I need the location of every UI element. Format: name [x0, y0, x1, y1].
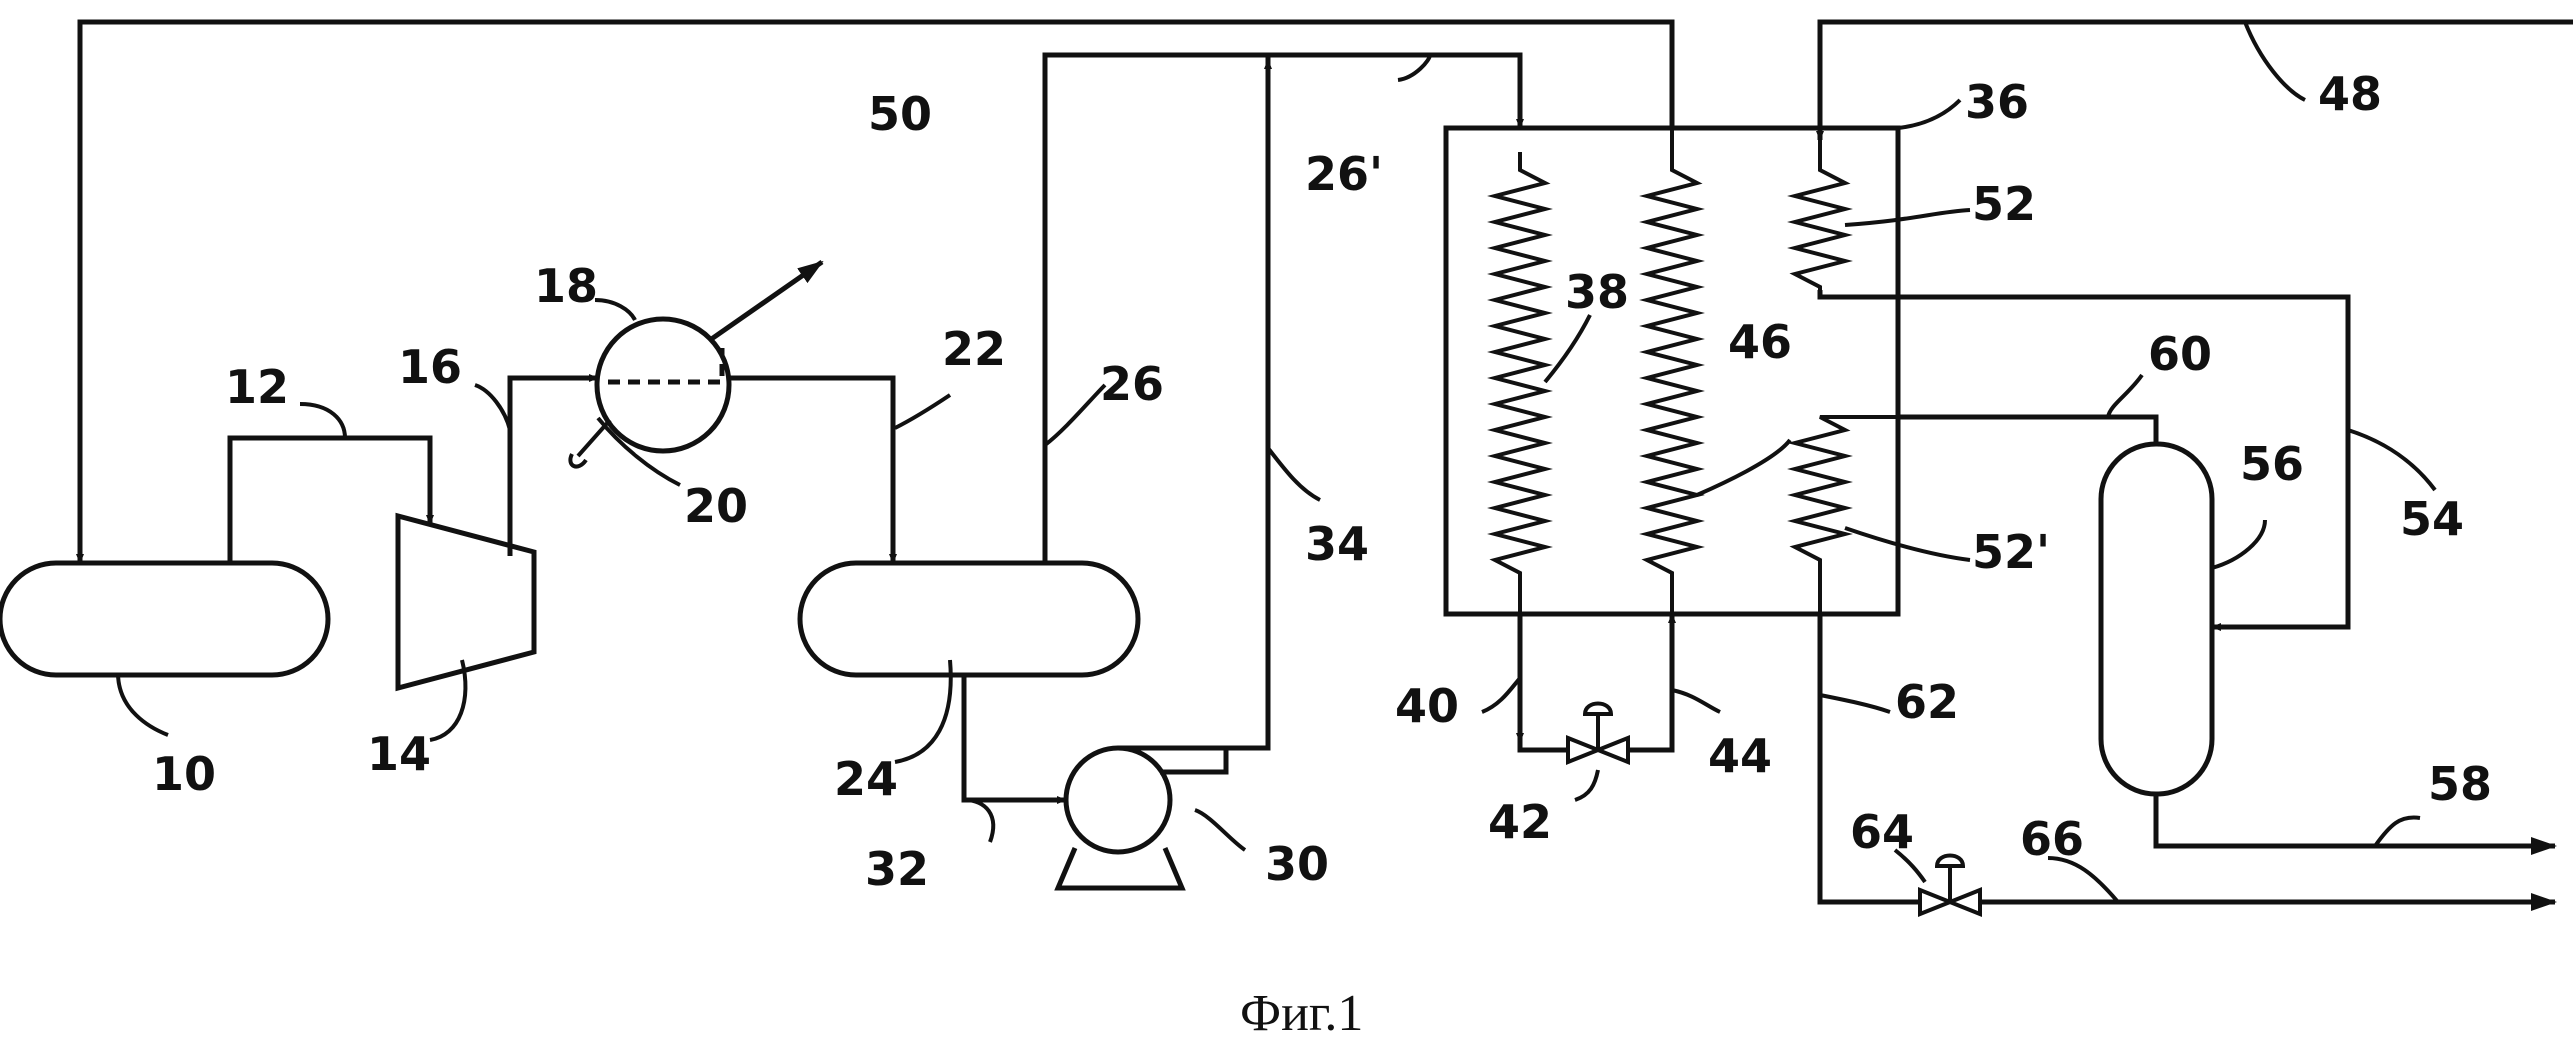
- valve-42: [1568, 704, 1628, 763]
- label-50: 50: [868, 87, 932, 141]
- label-64: 64: [1850, 805, 1914, 859]
- vessel-10: [0, 563, 328, 675]
- stream-34: [1226, 55, 1268, 748]
- coil-46: [1647, 128, 1697, 614]
- stream-32: [964, 675, 1066, 800]
- coil-52: [1795, 140, 1845, 290]
- label-34: 34: [1305, 517, 1369, 571]
- label-26: 26: [1100, 357, 1164, 411]
- label-48: 48: [2318, 67, 2382, 121]
- label-32: 32: [865, 842, 929, 896]
- label-16: 16: [398, 340, 462, 394]
- heat-exchanger-out-arrow: [710, 262, 822, 340]
- label-10: 10: [152, 747, 216, 801]
- label-36: 36: [1965, 75, 2029, 129]
- label-54: 54: [2400, 492, 2464, 546]
- label-46: 46: [1728, 315, 1792, 369]
- label-52: 52: [1972, 177, 2036, 231]
- stream-16: [510, 378, 598, 556]
- label-66: 66: [2020, 812, 2084, 866]
- pump-30: [1066, 748, 1170, 852]
- label-30: 30: [1265, 837, 1329, 891]
- label-26-prime: 26': [1305, 147, 1383, 201]
- label-62: 62: [1895, 675, 1959, 729]
- label-56: 56: [2240, 437, 2304, 491]
- label-12: 12: [225, 360, 289, 414]
- heat-exchanger-internal-dashed: [608, 348, 722, 382]
- coil-38: [1495, 152, 1545, 614]
- label-40: 40: [1395, 679, 1459, 733]
- stream-22: [729, 378, 893, 563]
- compressor-14: [398, 516, 534, 688]
- label-44: 44: [1708, 729, 1772, 783]
- leader-lines: [118, 22, 2435, 902]
- label-18: 18: [534, 259, 598, 313]
- label-24: 24: [834, 752, 898, 806]
- stream-26: [1045, 55, 1520, 563]
- label-60: 60: [2148, 327, 2212, 381]
- stream-60: [1898, 417, 2156, 444]
- figure-caption: Фиг.1: [1240, 985, 1363, 1042]
- valve-64: [1920, 856, 1980, 915]
- stream-48: [1820, 22, 2573, 140]
- separator-56: [2101, 444, 2212, 794]
- stream-40: [1520, 614, 1568, 750]
- label-20: 20: [684, 479, 748, 533]
- label-42: 42: [1488, 795, 1552, 849]
- coil-52-prime: [1795, 417, 1898, 614]
- stream-44: [1628, 614, 1672, 750]
- label-14: 14: [367, 727, 431, 781]
- vessel-24: [800, 563, 1138, 675]
- label-52-prime: 52': [1972, 525, 2050, 579]
- label-22: 22: [942, 322, 1006, 376]
- label-38: 38: [1565, 265, 1629, 319]
- label-58: 58: [2428, 757, 2492, 811]
- stream-58: [2156, 794, 2555, 846]
